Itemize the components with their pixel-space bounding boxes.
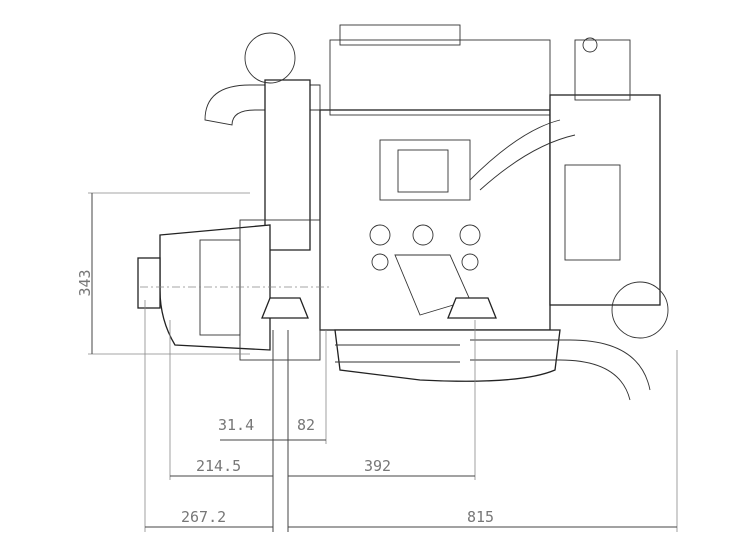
gearbox-mount-span-label: 214.5 bbox=[196, 457, 241, 475]
extension-lines bbox=[144, 300, 678, 532]
flange-offset-label: 31.4 bbox=[218, 416, 254, 434]
engine-outline bbox=[137, 24, 669, 401]
horizontal-dimensions: 31.4 82 214.5 392 267.2 815 bbox=[145, 416, 677, 528]
mount-offset-label: 82 bbox=[297, 416, 315, 434]
height-label: 343 bbox=[76, 269, 94, 296]
gearbox-length-label: 267.2 bbox=[181, 508, 226, 526]
engine-mount-span-label: 392 bbox=[364, 457, 391, 475]
height-dimension: 343 bbox=[76, 192, 250, 355]
engine-length-label: 815 bbox=[467, 508, 494, 526]
